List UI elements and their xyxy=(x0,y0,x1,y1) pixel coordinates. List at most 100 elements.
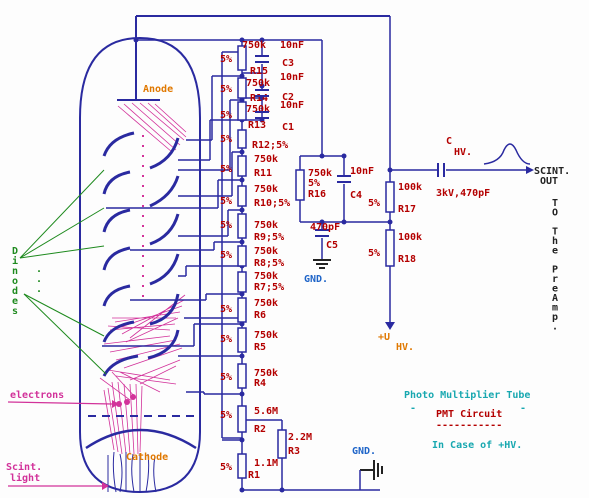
scint-out-arrowhead xyxy=(526,166,534,174)
resistor-r16 xyxy=(295,169,305,201)
title-underline: ----------- xyxy=(436,420,502,431)
scint-out-label: OUT xyxy=(540,176,558,187)
dinodes-label-char: d xyxy=(12,286,18,297)
resistor-value-label: 750k xyxy=(254,271,278,282)
resistor-ref-label: R15 xyxy=(250,66,268,77)
resistor-r2 xyxy=(237,405,247,433)
dinodes-label-char: o xyxy=(12,276,18,287)
scint-light-arrow-head xyxy=(102,482,109,490)
resistor-tolerance-label: 5% xyxy=(220,250,232,261)
electrons-arrow-head xyxy=(112,400,119,408)
resistor-value-label: 750k xyxy=(254,298,278,309)
resistor-value-label: 750k xyxy=(242,40,266,51)
resistor-tolerance-label: 5% xyxy=(220,196,232,207)
divider-wires xyxy=(102,39,380,491)
resistor-ref-label: R7;5% xyxy=(254,282,284,293)
capacitor-value-label: 10nF xyxy=(280,100,304,111)
dinodes-dots: . xyxy=(36,274,42,285)
dinodes-label-char: n xyxy=(12,266,18,277)
resistor-value-label: 750k xyxy=(246,104,270,115)
photocathode xyxy=(85,428,197,450)
to-preamp-char: h xyxy=(552,236,558,247)
scint-light-label: light xyxy=(10,472,40,484)
dinodes-label-char: e xyxy=(12,296,18,307)
dinodes-dots: . xyxy=(36,264,42,275)
gnd-label: GND. xyxy=(304,274,328,285)
to-preamp-char: m xyxy=(552,303,558,314)
dinodes-label-char: D xyxy=(12,246,18,257)
to-preamp-char: T xyxy=(552,227,558,238)
resistor-r5 xyxy=(237,327,247,353)
resistor-tolerance-label: 5% xyxy=(220,334,232,345)
anode-label: Anode xyxy=(143,84,173,95)
resistor-value-label: 750k xyxy=(254,368,278,379)
to-preamp-char: A xyxy=(552,293,558,304)
resistor-value-label: 750k xyxy=(254,330,278,341)
anode-electrode xyxy=(117,15,390,101)
cathode-label: Cathode xyxy=(126,452,168,463)
resistor-r13 xyxy=(237,101,247,121)
resistor-tolerance-label: 5% xyxy=(220,164,232,175)
hv-label: +U xyxy=(378,332,390,343)
resistor-tolerance-label: 5% xyxy=(308,178,320,189)
resistor-ref-label: R12;5% xyxy=(252,140,288,151)
resistor-r4 xyxy=(237,363,247,389)
electrons-arrow xyxy=(7,401,113,405)
title-dash: - xyxy=(520,403,526,414)
dinodes-label-char: i xyxy=(12,255,18,267)
ground-symbol-c5 xyxy=(313,259,331,269)
resistor-value-label: 750k xyxy=(254,184,278,195)
resistor-tolerance-label: 5% xyxy=(220,84,232,95)
resistor-tolerance-label: 5% xyxy=(368,248,380,259)
capacitor-value-label: 10nF xyxy=(280,40,304,51)
capacitor-ref-label: C4 xyxy=(350,190,362,201)
capacitor-value-label: 3kV,470pF xyxy=(436,188,490,199)
resistor-ref-label: R13 xyxy=(248,120,266,131)
resistor-ref-label: R3 xyxy=(288,446,300,457)
resistor-r1 xyxy=(237,453,247,479)
resistor-r17 xyxy=(385,181,395,213)
electron-spots xyxy=(116,394,136,407)
capacitor-ref-label: C2 xyxy=(282,92,294,103)
resistor-r10 xyxy=(237,185,247,207)
capacitor-value-label: 470pF xyxy=(310,222,340,233)
capacitor-value-label: 10nF xyxy=(350,166,374,177)
resistor-ref-label: R1 xyxy=(248,470,260,481)
capacitor-ref-label: C1 xyxy=(282,122,294,133)
resistor-ref-label: R16 xyxy=(308,189,326,200)
resistor-r9 xyxy=(237,213,247,239)
to-preamp-char: r xyxy=(552,274,558,285)
capacitor-ref-label: C5 xyxy=(326,240,338,251)
resistor-value-label: 750k xyxy=(254,246,278,257)
electrons-label: electrons xyxy=(10,390,64,401)
resistor-ref-label: R17 xyxy=(398,204,416,215)
resistor-tolerance-label: 5% xyxy=(220,462,232,473)
gnd-label: GND. xyxy=(352,446,376,457)
resistor-r11 xyxy=(237,155,247,177)
scint-light-rays xyxy=(107,451,157,493)
resistor-value-label: 750k xyxy=(308,168,332,179)
resistor-ref-label: R2 xyxy=(254,424,266,435)
resistor-r6 xyxy=(237,297,247,323)
resistor-value-label: 100k xyxy=(398,182,422,193)
resistor-r12 xyxy=(237,129,247,149)
capacitor-ref-label: C3 xyxy=(282,58,294,69)
capacitor-ref-label: C xyxy=(446,136,452,147)
resistor-tolerance-label: 5% xyxy=(368,198,380,209)
hv-label: HV. xyxy=(396,342,414,353)
to-preamp-char: . xyxy=(552,322,558,333)
resistor-r7 xyxy=(237,271,247,293)
output-pulse xyxy=(483,143,531,165)
resistor-ref-label: R18 xyxy=(398,254,416,265)
title-line1: Photo Multiplier Tube xyxy=(404,389,530,401)
dinode-pointers xyxy=(19,169,107,375)
resistor-tolerance-label: 5% xyxy=(220,134,232,145)
title-line2: PMT Circuit xyxy=(436,408,502,420)
to-preamp-char: T xyxy=(552,198,558,209)
resistor-ref-label: R11 xyxy=(254,168,272,179)
resistor-ref-label: R4 xyxy=(254,378,266,389)
resistor-tolerance-label: 5% xyxy=(220,54,232,65)
resistor-ref-label: R9;5% xyxy=(254,232,284,243)
